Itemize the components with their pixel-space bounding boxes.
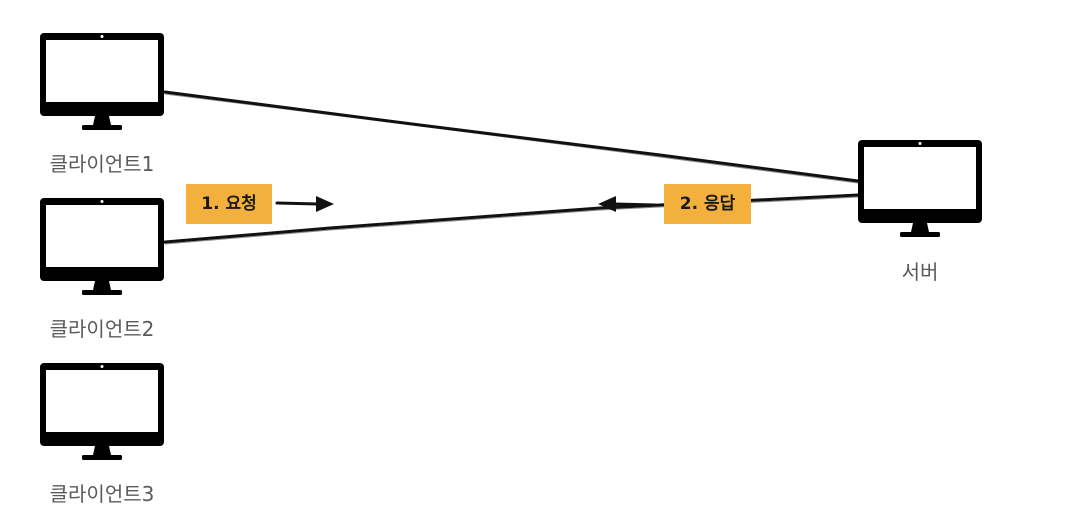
client3-label: 클라이언트3 [49,482,155,506]
response-label: 2. 응답 [679,194,736,214]
response-tag-box [664,184,751,224]
server-monitor-icon [858,140,982,237]
line-client1-to-server [163,90,860,183]
server-label: 서버 [901,260,939,284]
response-arrow [598,196,657,212]
client3-monitor-icon [40,363,164,460]
client1-monitor-icon [40,33,164,130]
response-arrow-head [598,196,616,212]
request-arrow-head [316,196,334,212]
request-tag-box [186,184,272,224]
client1-label: 클라이언트1 [49,152,155,176]
request-arrow [275,196,334,212]
client2-monitor-icon [40,198,164,295]
request-label: 1. 요청 [201,194,257,214]
line-client1-to-server-texture [164,93,859,184]
client2-label: 클라이언트2 [49,317,155,341]
